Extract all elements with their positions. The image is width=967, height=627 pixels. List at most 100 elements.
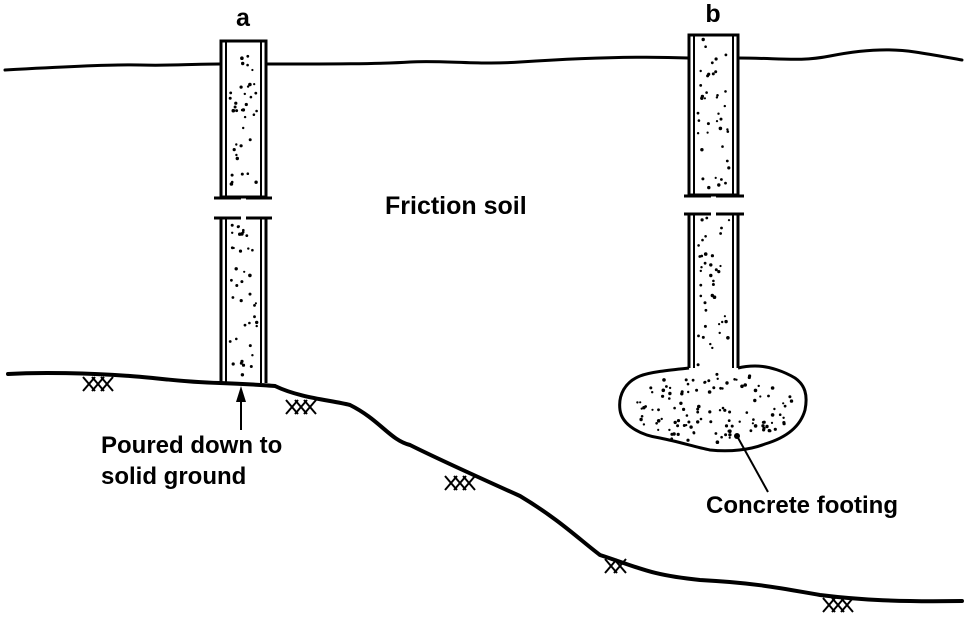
concrete-stipple-dot [749,429,753,433]
concrete-stipple-dot [773,427,777,431]
concrete-stipple-dot [680,390,684,394]
concrete-stipple-dot [765,424,769,429]
concrete-stipple-dot [782,416,785,419]
concrete-stipple-dot [726,336,730,340]
concrete-stipple-dot [657,408,660,412]
concrete-stipple-dot [770,386,775,390]
concrete-stipple-dot [699,283,703,287]
concrete-stipple-dot [715,120,719,123]
concrete-stipple-dot [701,37,705,42]
concrete-stipple-dot [728,410,732,414]
concrete-stipple-dot [703,97,707,100]
concrete-stipple-dot [651,391,654,394]
concrete-stipple-dot [711,283,715,286]
concrete-stipple-dot [721,387,724,390]
concrete-stipple-dot [715,440,720,445]
concrete-stipple-dot [231,231,234,234]
concrete-stipple-dot [233,105,237,109]
concrete-stipple-dot [251,248,254,252]
concrete-stipple-dot [707,390,712,394]
concrete-stipple-dot [686,382,690,386]
concrete-stipple-dot [712,386,716,390]
concrete-stipple-dot [230,180,234,184]
concrete-stipple-dot [703,324,707,328]
post-a-concrete-dots [228,54,259,377]
concrete-stipple-dot [714,268,718,272]
concrete-stipple-dot [235,337,238,341]
concrete-stipple-dot [708,410,712,414]
concrete-stipple-dot [697,404,701,409]
concrete-stipple-dot [660,417,663,421]
concrete-stipple-dot [249,95,253,99]
concrete-stipple-dot [673,406,676,410]
concrete-stipple-dot [251,68,254,72]
concrete-stipple-dot [255,109,258,113]
concrete-stipple-dot [246,54,250,58]
concrete-stipple-dot [636,401,639,404]
concrete-stipple-dot [706,131,709,134]
concrete-stipple-dot [237,225,240,228]
concrete-stipple-dot [656,419,661,423]
concrete-stipple-dot [228,96,232,100]
concrete-stipple-dot [789,399,794,403]
concrete-stipple-dot [721,406,725,410]
rock-hatch-icon [604,558,627,574]
concrete-footing-label: Concrete footing [706,492,898,519]
concrete-stipple-dot [235,284,239,287]
concrete-stipple-dot [707,379,711,383]
concrete-stipple-dot [697,334,700,338]
concrete-stipple-dot [719,386,722,390]
concrete-stipple-dot [715,96,719,99]
rock-hatch-icon [444,475,476,491]
concrete-stipple-dot [662,378,666,382]
concrete-stipple-dot [242,126,245,130]
concrete-stipple-dot [232,148,236,152]
concrete-stipple-dot [699,417,703,421]
concrete-stipple-dot [714,432,718,435]
post-a [214,39,272,383]
concrete-stipple-dot [685,414,689,417]
concrete-stipple-dot [770,413,775,417]
concrete-stipple-dot [701,177,705,181]
concrete-stipple-dot [241,61,245,66]
post-b-lower-segment [684,212,744,368]
concrete-stipple-dot [704,308,708,312]
concrete-stipple-dot [723,315,727,318]
concrete-stipple-dot [240,373,245,377]
concrete-stipple-dot [735,378,738,381]
concrete-stipple-dot [703,381,706,384]
concrete-stipple-dot [248,292,252,296]
concrete-stipple-dot [724,319,728,324]
concrete-stipple-dot [700,148,704,152]
concrete-stipple-dot [240,172,244,176]
concrete-stipple-dot [701,335,705,339]
rock-hatch-icon [822,597,854,613]
concrete-stipple-dot [655,422,658,425]
concrete-stipple-dot [768,429,772,433]
concrete-stipple-dot [695,388,699,392]
concrete-stipple-dot [724,424,729,428]
concrete-stipple-dot [676,432,680,436]
concrete-stipple-dot [240,232,244,236]
concrete-stipple-dot [709,263,713,267]
concrete-stipple-dot [751,422,755,425]
concrete-stipple-dot [696,420,700,424]
concrete-stipple-dot [692,431,696,435]
concrete-stipple-dot [714,57,718,61]
concrete-stipple-dot [773,407,776,411]
concrete-stipple-dot [709,273,713,278]
concrete-stipple-dot [740,384,744,389]
concrete-stipple-dot [699,269,702,273]
concrete-stipple-dot [753,398,757,403]
concrete-stipple-dot [254,302,257,305]
concrete-stipple-dot [788,395,792,399]
concrete-stipple-dot [727,419,731,422]
concrete-stipple-dot [697,244,700,247]
concrete-stipple-dot [253,304,256,307]
concrete-stipple-dot [718,409,722,412]
concrete-stipple-dot [712,279,715,283]
concrete-stipple-dot [730,424,734,428]
post-b-concrete-dots [696,37,731,367]
concrete-stipple-dot [239,85,243,89]
